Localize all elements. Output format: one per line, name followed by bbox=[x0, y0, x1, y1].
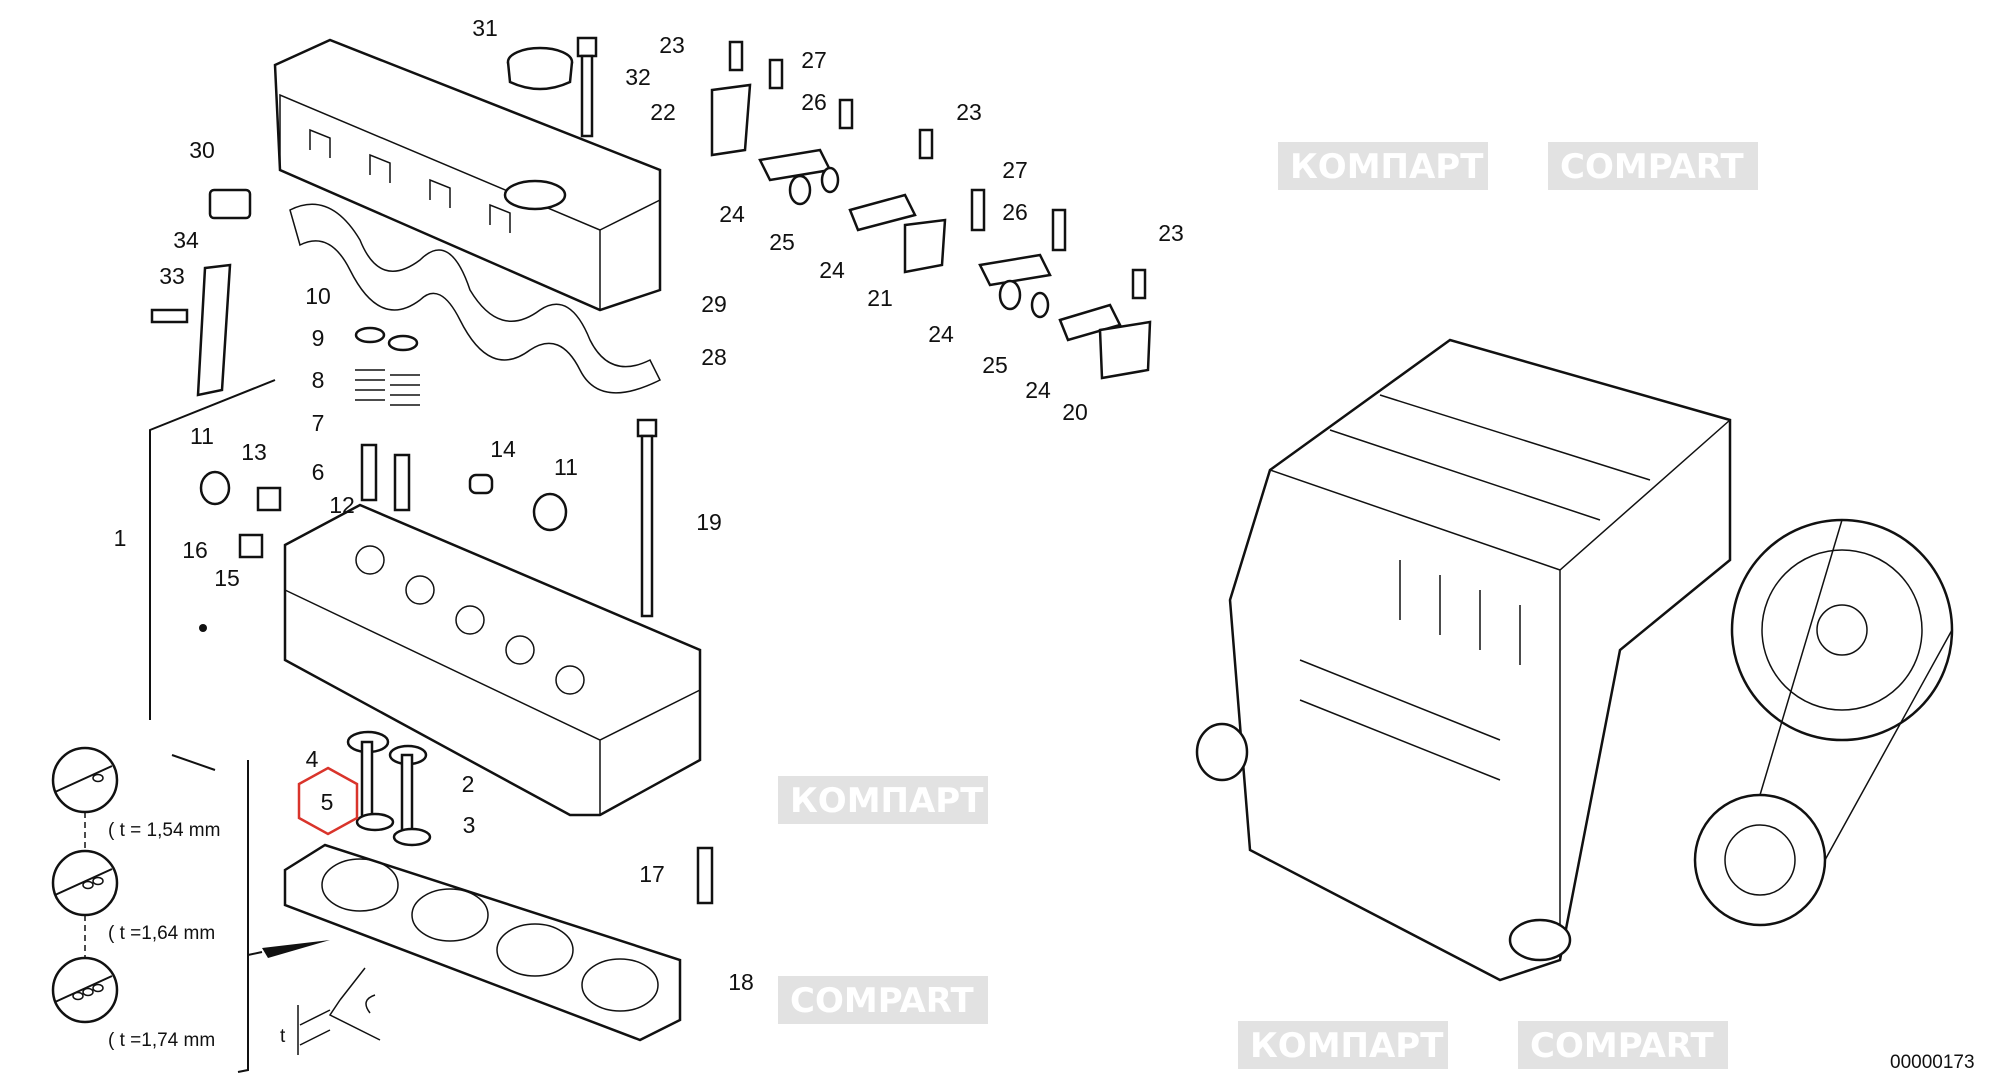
callout-23[interactable]: 23 bbox=[956, 99, 982, 125]
plug-13 bbox=[256, 486, 282, 512]
callout-27[interactable]: 27 bbox=[1002, 157, 1028, 183]
bracket-block bbox=[208, 188, 252, 220]
watermark-text: COMPART bbox=[1560, 147, 1744, 187]
callout-34[interactable]: 34 bbox=[173, 227, 199, 253]
callout-24[interactable]: 24 bbox=[928, 321, 954, 347]
gasket-notch-icon bbox=[51, 849, 119, 917]
thickness-symbol: t bbox=[280, 1026, 286, 1047]
watermark-box bbox=[1278, 142, 1488, 190]
callout-4[interactable]: 4 bbox=[306, 746, 319, 772]
callout-15[interactable]: 15 bbox=[214, 565, 240, 591]
callout-23[interactable]: 23 bbox=[1158, 220, 1184, 246]
callout-9[interactable]: 9 bbox=[312, 325, 325, 351]
callout-16[interactable]: 16 bbox=[182, 537, 208, 563]
callout-29[interactable]: 29 bbox=[701, 291, 727, 317]
valve-springs bbox=[354, 326, 420, 512]
lifting-eye bbox=[196, 263, 232, 397]
watermark-box bbox=[1238, 1021, 1448, 1069]
head-reference-dot bbox=[199, 624, 207, 632]
gasket-option: ( t =1,64 mm bbox=[51, 849, 215, 958]
oil-filler-cap bbox=[506, 46, 574, 91]
callout-21[interactable]: 21 bbox=[867, 285, 893, 311]
bolt-33 bbox=[150, 308, 189, 324]
callout-13[interactable]: 13 bbox=[241, 439, 267, 465]
head-gasket bbox=[283, 843, 682, 1042]
callout-19[interactable]: 19 bbox=[696, 509, 722, 535]
callout-14[interactable]: 14 bbox=[490, 436, 516, 462]
callout-12[interactable]: 12 bbox=[329, 492, 355, 518]
watermark-box bbox=[778, 976, 988, 1024]
callout-32[interactable]: 32 bbox=[625, 64, 651, 90]
gasket-notch-icon bbox=[51, 956, 119, 1024]
highlight-hexagon bbox=[297, 766, 359, 836]
gasket-option: ( t = 1,54 mm bbox=[51, 746, 220, 851]
callout-1[interactable]: 1 bbox=[114, 525, 127, 551]
callout-11[interactable]: 11 bbox=[190, 423, 214, 449]
callout-33[interactable]: 33 bbox=[159, 263, 185, 289]
callout-26[interactable]: 26 bbox=[801, 89, 827, 115]
callout-18[interactable]: 18 bbox=[728, 969, 754, 995]
watermark-text: КОМПАРТ bbox=[1290, 147, 1484, 187]
valves bbox=[346, 730, 432, 847]
rocker-assembly bbox=[710, 40, 1152, 380]
gasket-thickness-label: ( t = 1,54 mm bbox=[108, 820, 220, 841]
gasket-thickness-label: ( t =1,64 mm bbox=[108, 923, 215, 944]
callout-2[interactable]: 2 bbox=[462, 771, 475, 797]
callout-6[interactable]: 6 bbox=[312, 459, 325, 485]
callout-24[interactable]: 24 bbox=[719, 201, 745, 227]
callout-31[interactable]: 31 bbox=[472, 15, 498, 41]
callout-22[interactable]: 22 bbox=[650, 99, 676, 125]
arrow bbox=[262, 940, 330, 958]
watermark-box bbox=[1518, 1021, 1728, 1069]
gasket-notch-icon bbox=[51, 746, 119, 814]
callout-17[interactable]: 17 bbox=[639, 861, 665, 887]
callout-25[interactable]: 25 bbox=[769, 229, 795, 255]
callout-8[interactable]: 8 bbox=[312, 367, 325, 393]
callout-10[interactable]: 10 bbox=[305, 283, 331, 309]
sleeve-17 bbox=[696, 846, 714, 905]
watermark-text: COMPART bbox=[790, 981, 974, 1021]
cover-gasket bbox=[289, 203, 662, 394]
callout-28[interactable]: 28 bbox=[701, 344, 727, 370]
gasket-option: ( t =1,74 mm bbox=[51, 956, 215, 1051]
plug-16 bbox=[238, 533, 264, 559]
callout-3[interactable]: 3 bbox=[463, 812, 476, 838]
gasket-thickness-options: ( t = 1,54 mm ( t =1,64 mm ( t =1,74 mm bbox=[51, 746, 220, 1051]
callout-11[interactable]: 11 bbox=[554, 454, 578, 480]
gasket-detail bbox=[297, 967, 381, 1055]
plug-11b bbox=[532, 492, 568, 532]
callout-20[interactable]: 20 bbox=[1062, 399, 1088, 425]
callout-27[interactable]: 27 bbox=[801, 47, 827, 73]
cover-bolt bbox=[576, 36, 598, 138]
callout-24[interactable]: 24 bbox=[819, 257, 845, 283]
group-bracket bbox=[149, 379, 276, 1073]
watermark-layer: КОМПАРТ COMPART КОМПАРТ COMPART КОМПАРТ COMPA… bbox=[778, 142, 1758, 1069]
callout-24[interactable]: 24 bbox=[1025, 377, 1051, 403]
callout-26[interactable]: 26 bbox=[1002, 199, 1028, 225]
cylinder-head bbox=[283, 503, 702, 817]
plug-11 bbox=[199, 470, 231, 506]
watermark-box bbox=[778, 776, 988, 824]
head-bolt bbox=[636, 418, 658, 438]
valve-cover bbox=[273, 38, 662, 312]
callout-23[interactable]: 23 bbox=[659, 32, 685, 58]
plug-14 bbox=[468, 473, 494, 495]
callout-5[interactable]: 5 bbox=[321, 789, 334, 815]
watermark-box bbox=[1548, 142, 1758, 190]
drawing-number: 00000173 bbox=[1890, 1052, 1975, 1073]
engine-overview bbox=[1195, 338, 1954, 982]
gasket-thickness-label: ( t =1,74 mm bbox=[108, 1030, 215, 1051]
head-bolt-shank bbox=[640, 434, 654, 618]
watermark-text: COMPART bbox=[1530, 1026, 1714, 1066]
callout-7[interactable]: 7 bbox=[312, 410, 325, 436]
watermark-text: КОМПАРТ bbox=[1250, 1026, 1444, 1066]
callout-25[interactable]: 25 bbox=[982, 352, 1008, 378]
callout-30[interactable]: 30 bbox=[189, 137, 215, 163]
watermark-text: КОМПАРТ bbox=[790, 781, 984, 821]
